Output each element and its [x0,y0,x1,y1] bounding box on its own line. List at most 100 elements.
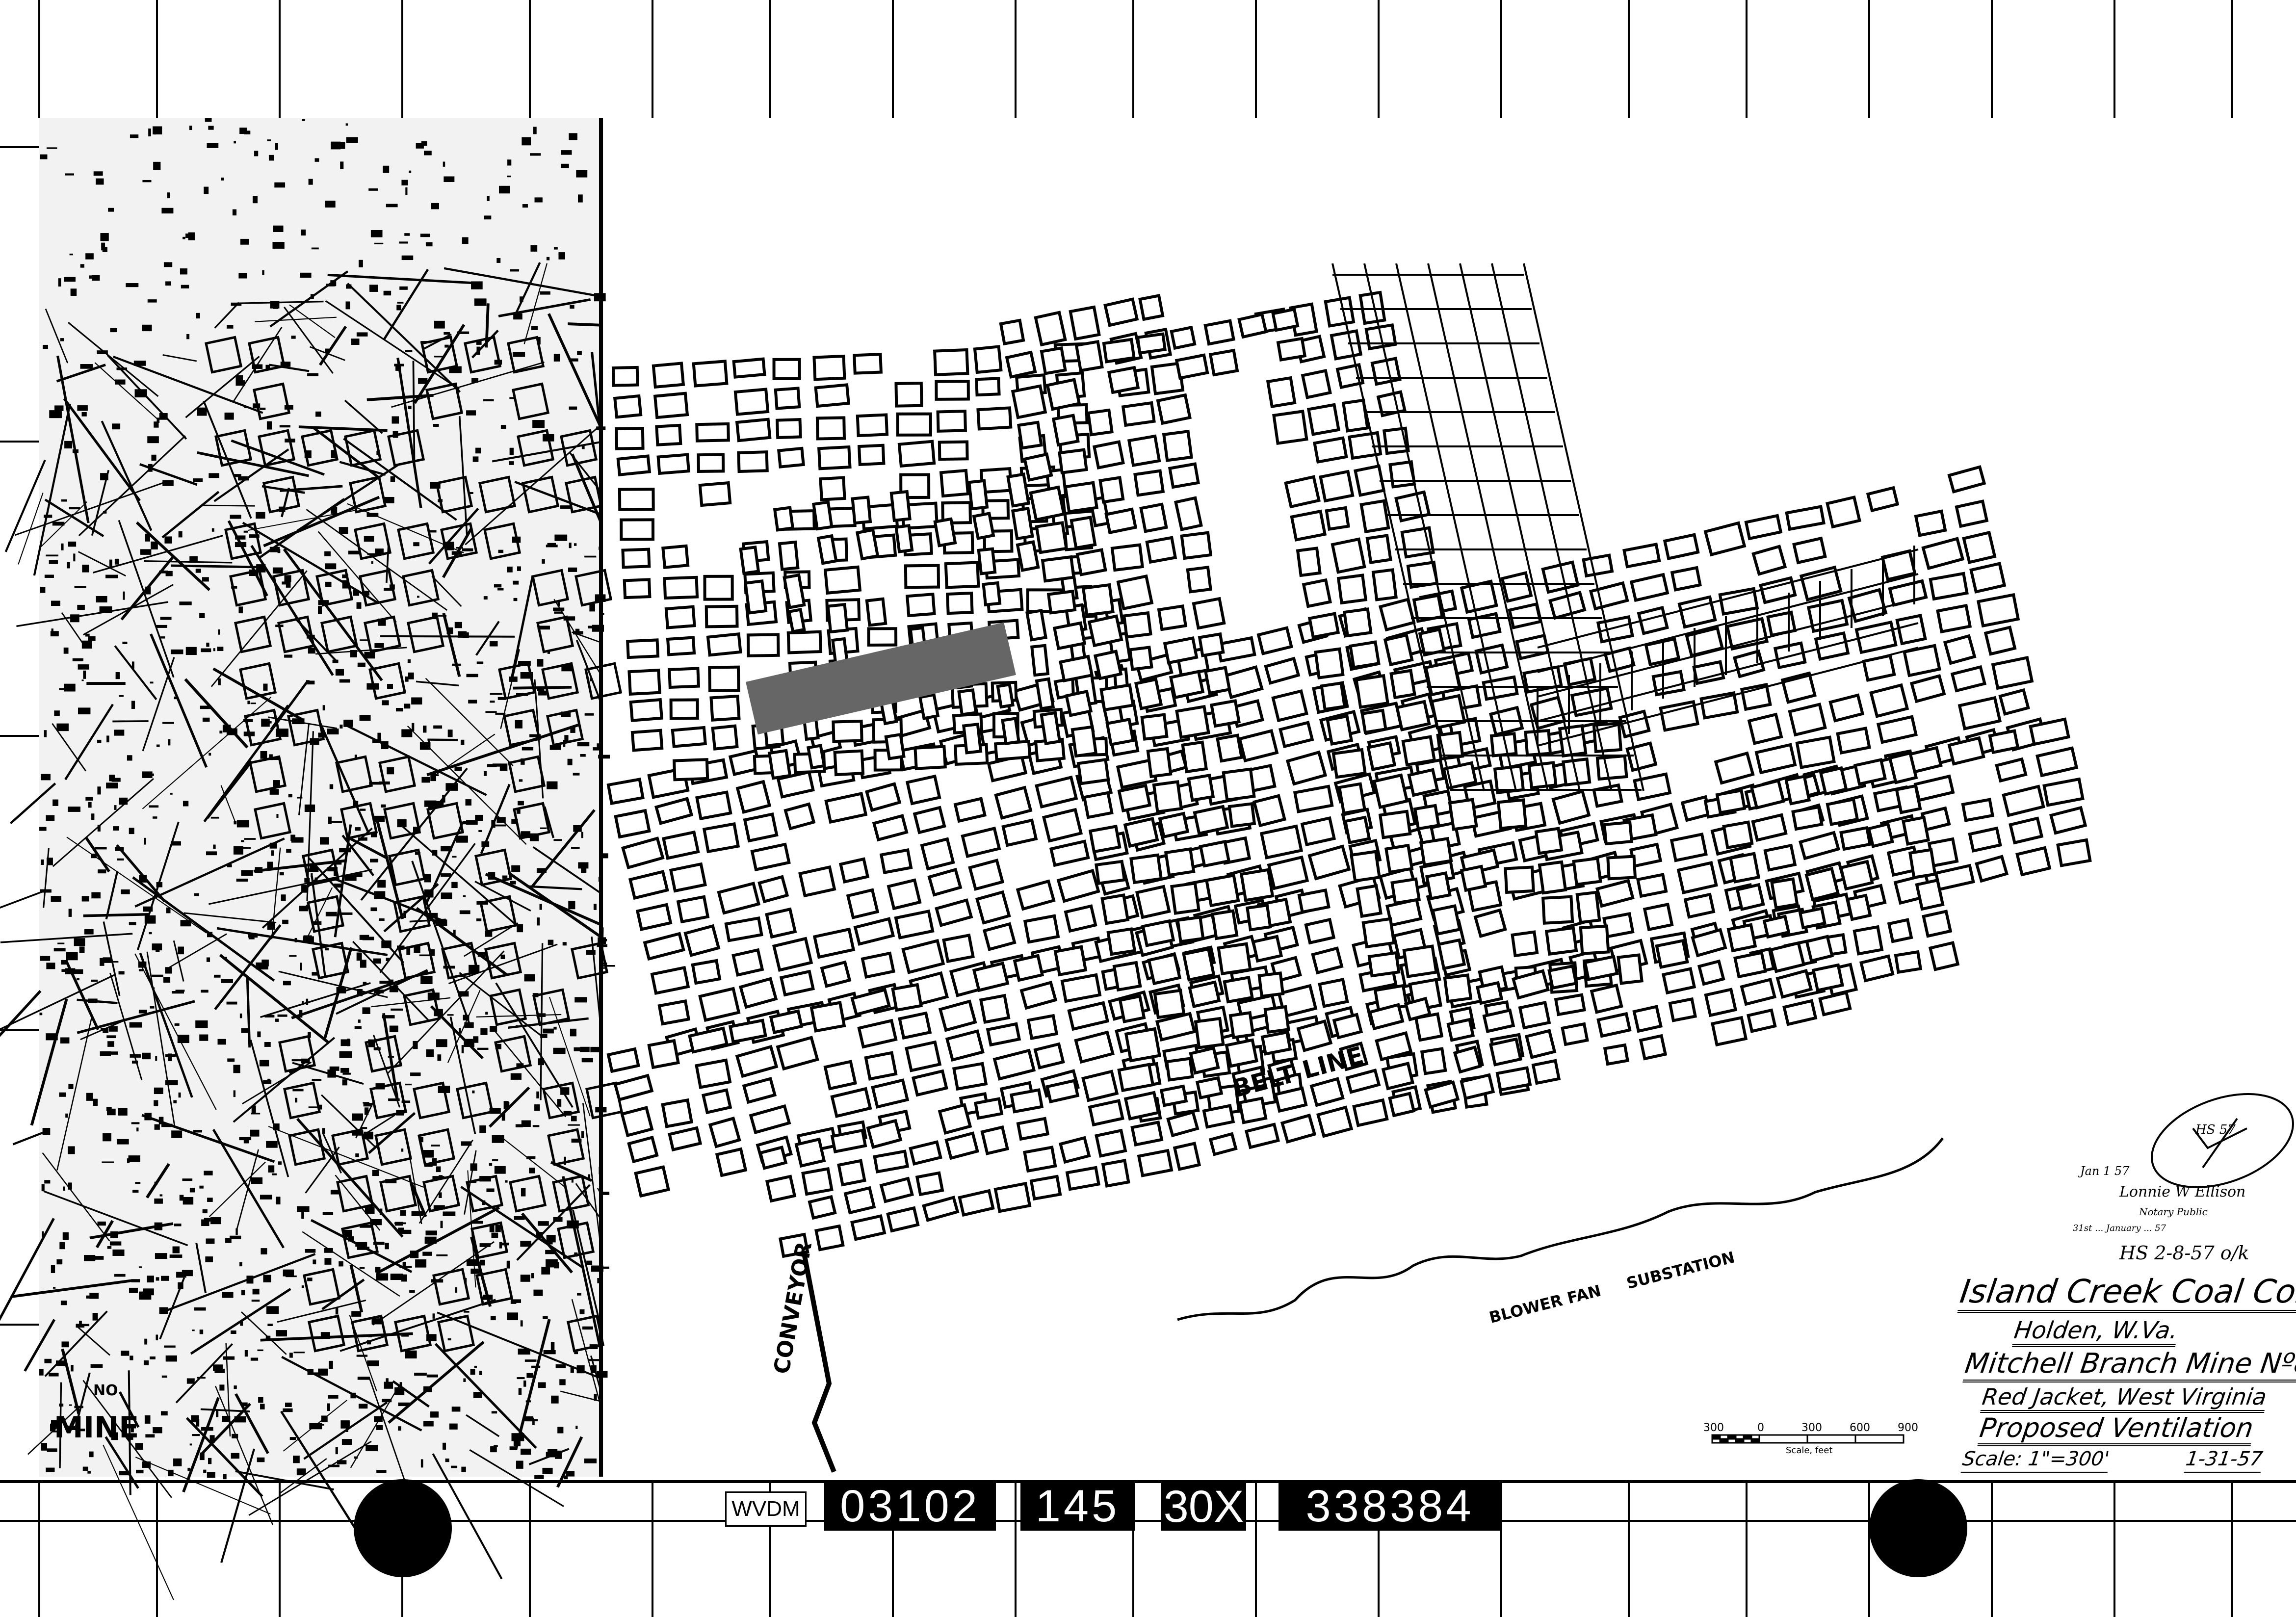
ink-speck [105,574,118,578]
ink-speck [365,1206,375,1214]
pillar [1174,353,1209,380]
ink-speck [299,906,308,912]
ink-speck [51,628,53,631]
ink-speck [309,863,317,869]
pillar [879,848,913,875]
ink-speck [354,755,357,758]
pillar [1173,1142,1201,1171]
old-pillar [248,336,286,374]
ink-speck [524,974,535,982]
ink-speck [247,701,250,704]
ink-speck [271,850,274,856]
ink-speck [568,567,577,572]
ink-speck [328,1395,339,1399]
ink-speck [370,230,383,237]
old-entry-line [510,575,534,680]
old-pillar [335,755,373,793]
pillar [2002,784,2045,817]
pillar [1106,927,1137,956]
pillar [704,604,739,628]
ink-speck [209,753,211,756]
ink-speck [49,410,62,418]
pillar [1331,748,1367,779]
pillar [1388,1092,1416,1118]
ink-speck [203,1469,207,1473]
old-entry-line [388,1341,485,1424]
ink-speck [178,946,184,955]
pillar [1998,688,2030,716]
pillar [1276,337,1307,362]
ink-speck [252,1288,260,1295]
ink-speck [553,247,558,250]
ink-speck [56,1360,67,1366]
ink-speck [80,264,84,268]
pillar [1854,620,1898,654]
ink-speck [386,1378,389,1386]
ink-speck [524,1359,537,1362]
ink-speck [404,704,411,709]
ink-speck [561,711,571,717]
old-pillar [378,755,417,793]
ink-speck [490,1446,497,1453]
ink-speck [96,596,107,602]
ink-speck [357,1377,369,1380]
ink-speck [239,1137,252,1141]
ink-speck [64,683,76,692]
ink-speck [334,883,341,888]
ink-speck [369,782,381,785]
ink-speck [432,1313,435,1319]
ink-speck [569,358,578,362]
grid-line [1427,263,1549,791]
pillar [1969,562,2007,594]
old-entry-line [18,493,44,565]
ink-speck [416,143,424,149]
ink-speck [84,1255,96,1261]
ink-speck [510,1073,522,1080]
old-entry-line [343,723,487,796]
pillar [1023,1146,1057,1173]
old-pillar [435,475,473,514]
ink-speck [554,611,564,614]
old-entry-line [9,782,56,825]
pillar [2035,746,2079,778]
pillar [616,454,652,477]
old-entry-line [236,1149,260,1230]
ink-speck [571,1116,577,1121]
ink-speck [436,1254,448,1256]
pillar [1332,1013,1363,1040]
pillar [1453,1045,1482,1074]
old-entry-line [201,1403,251,1455]
old-entry-line [590,1355,602,1392]
ink-speck [413,542,419,547]
ink-speck [602,967,606,969]
ink-speck [151,541,158,549]
pillar [857,443,886,466]
pillar [1818,991,1852,1017]
ink-speck [531,326,538,330]
old-entry-line [553,599,602,676]
ink-speck [60,338,64,341]
pillar [620,1106,654,1138]
scale-segment [1719,1438,1729,1444]
ink-speck [263,1080,272,1084]
ink-speck [107,1246,112,1249]
ink-speck [562,942,567,946]
ink-speck [143,1360,149,1365]
ink-speck [207,1472,215,1478]
ink-speck [83,670,86,679]
old-pillar [547,1128,585,1166]
pillar [1019,980,1058,1010]
pillar [778,1232,809,1258]
ink-speck [364,1107,369,1115]
pillar [743,812,779,843]
ink-speck [325,912,337,916]
ink-speck [85,797,93,801]
ink-speck [138,1010,147,1014]
pillar [1735,883,1765,912]
ink-speck [486,1188,495,1192]
pillar [945,1029,985,1062]
old-entry-line [52,778,154,867]
ink-speck [147,299,157,303]
ink-speck [68,1182,72,1190]
pillar [1579,924,1610,956]
